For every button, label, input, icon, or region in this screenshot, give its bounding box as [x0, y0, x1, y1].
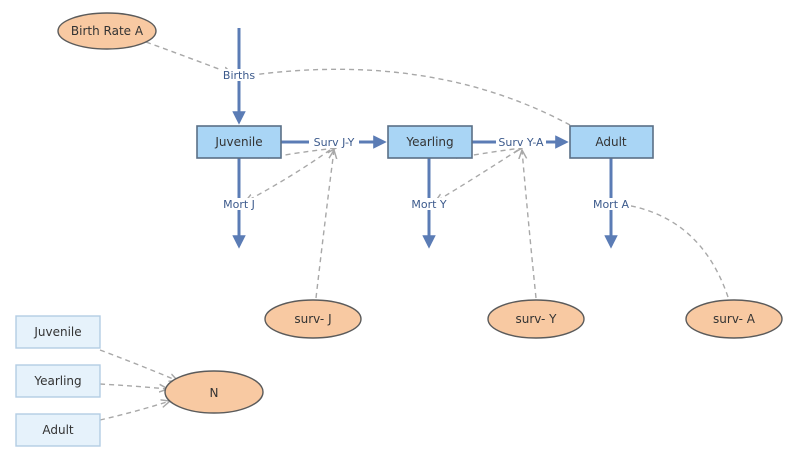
ghost-yearling-label: Yearling — [33, 374, 81, 388]
aux-surv-y-label: surv- Y — [515, 312, 557, 326]
link-survj-to-mortj — [245, 149, 331, 202]
ghost-adult[interactable]: Adult — [15, 413, 101, 447]
surv-jy-label-bg — [309, 136, 359, 148]
surv-jy-flow-label[interactable]: Surv J-Y — [314, 136, 355, 149]
ghost-adult-label: Adult — [42, 423, 74, 437]
stock-juvenile-label: Juvenile — [214, 135, 262, 149]
births-label-bg — [222, 69, 256, 81]
aux-n[interactable]: N — [164, 370, 264, 414]
surv-ya-flow-label[interactable]: Surv Y-A — [498, 136, 544, 149]
aux-n-label: N — [210, 386, 219, 400]
aux-surv-a[interactable]: surv- A — [685, 299, 783, 339]
mort-y-flow-label[interactable]: Mort Y — [411, 198, 447, 211]
aux-surv-j[interactable]: surv- J — [264, 299, 362, 339]
mort-a-label-bg — [591, 198, 631, 210]
stock-adult-label: Adult — [595, 135, 627, 149]
link-birthrate-to-births — [145, 41, 232, 74]
link-survj-to-survjy — [315, 150, 334, 299]
link-surva-to-morta — [620, 204, 729, 298]
aux-birth-rate-a[interactable]: Birth Rate A — [57, 12, 157, 50]
ghost-yearling[interactable]: Yearling — [15, 364, 101, 398]
stock-yearling[interactable]: Yearling — [387, 125, 473, 159]
aux-surv-a-label: surv- A — [713, 312, 756, 326]
surv-ya-label-bg — [496, 136, 546, 148]
births-flow-label[interactable]: Births — [223, 69, 255, 82]
aux-birth-rate-a-label: Birth Rate A — [71, 24, 144, 38]
stock-adult[interactable]: Adult — [569, 125, 654, 159]
link-juvenile-ghost-to-n — [99, 349, 178, 381]
stock-juvenile[interactable]: Juvenile — [196, 125, 282, 159]
mort-j-label-bg — [219, 198, 259, 210]
mort-a-flow-label[interactable]: Mort A — [593, 198, 630, 211]
aux-surv-y[interactable]: surv- Y — [487, 299, 585, 339]
link-adult-ghost-to-n — [99, 401, 170, 421]
ghost-juvenile[interactable]: Juvenile — [15, 315, 101, 349]
aux-surv-j-label: surv- J — [294, 312, 331, 326]
link-yearling-ghost-to-n — [99, 383, 168, 389]
link-survy-to-survya — [522, 150, 537, 299]
stock-yearling-label: Yearling — [405, 135, 453, 149]
mort-j-flow-label[interactable]: Mort J — [223, 198, 255, 211]
link-survy-to-morty — [435, 149, 519, 202]
link-adult-to-births — [245, 68, 571, 126]
mort-y-label-bg — [409, 198, 449, 210]
ghost-juvenile-label: Juvenile — [33, 325, 81, 339]
